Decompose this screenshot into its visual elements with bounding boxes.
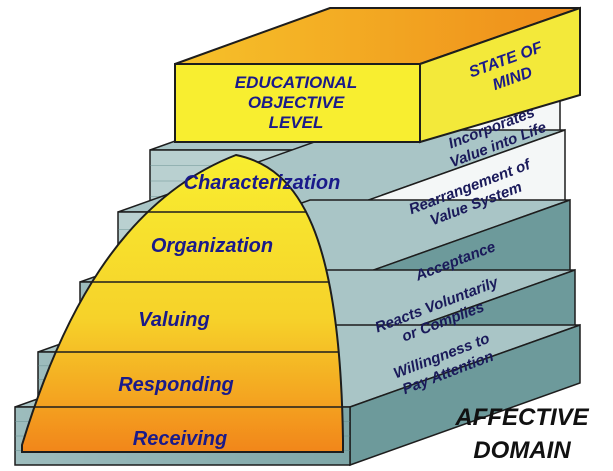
affective-arch [21, 153, 344, 453]
objective-line-2: OBJECTIVE [248, 93, 345, 112]
level-label-valuing: Valuing [138, 309, 209, 331]
level-label-organization: Organization [151, 235, 273, 257]
level-label-characterization: Characterization [184, 172, 341, 194]
header-state-face [419, 6, 581, 144]
objective-line-3: LEVEL [269, 113, 324, 132]
objective-line-1: EDUCATIONAL [235, 73, 357, 92]
level-label-receiving: Receiving [133, 428, 227, 450]
domain-title-line-2: DOMAIN [473, 437, 571, 464]
domain-title-line-1: AFFECTIVE [454, 404, 589, 431]
header-block [174, 6, 581, 144]
level-label-responding: Responding [118, 374, 234, 396]
